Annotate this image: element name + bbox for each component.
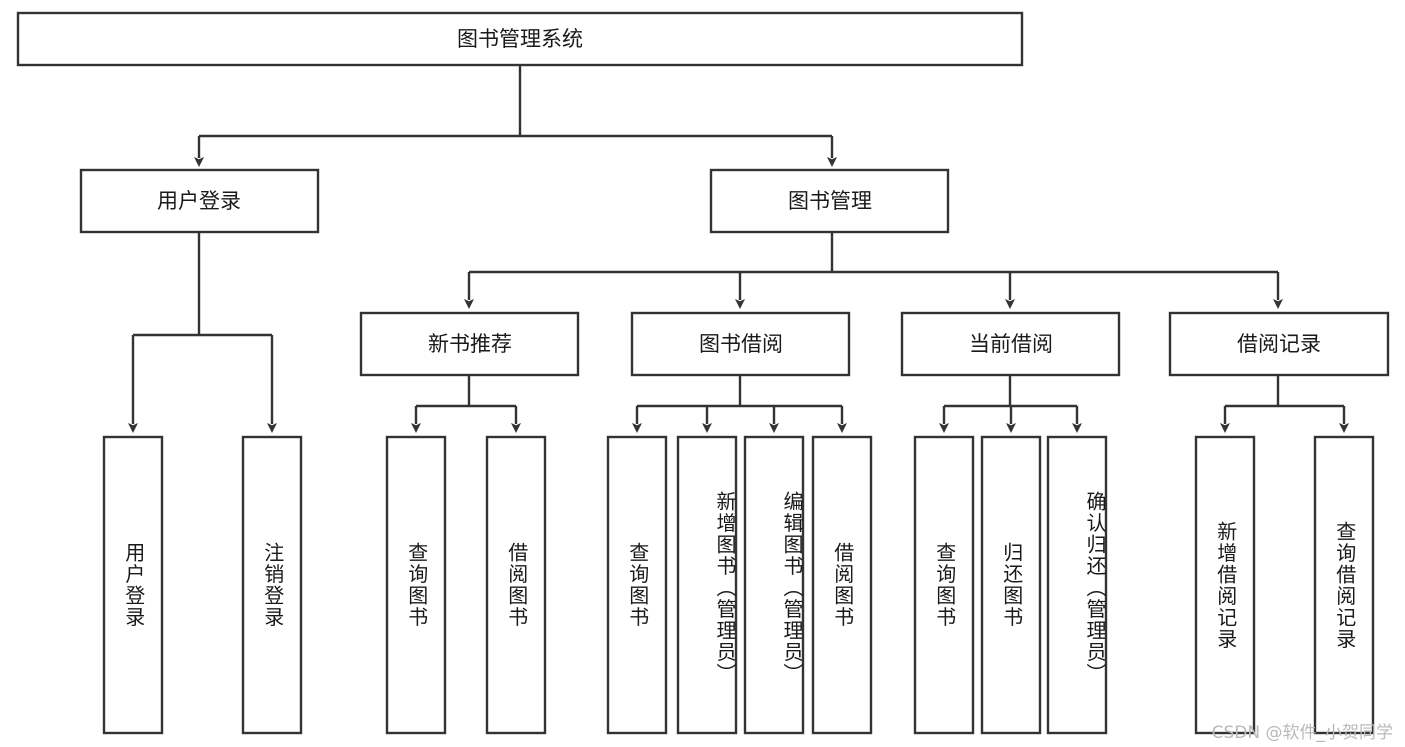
leaf-borrow-book-box[interactable] bbox=[811, 435, 873, 735]
node-user-login-label: 用户登录 bbox=[157, 189, 241, 213]
connectors-book-borrow-to-leaves bbox=[632, 375, 847, 433]
leaf-query-book-borrow-box[interactable] bbox=[606, 435, 668, 735]
csdn-watermark: CSDN @软件_小贺同学 bbox=[1211, 723, 1393, 743]
leaf-edit-book-admin-box[interactable] bbox=[743, 435, 805, 735]
node-current-borrow[interactable]: 当前借阅 bbox=[900, 311, 1121, 377]
connectors-current-borrow-to-leaves bbox=[939, 375, 1082, 433]
connectors-user-login-to-leaves bbox=[128, 232, 277, 433]
leaf-add-book-admin-box[interactable] bbox=[676, 435, 738, 735]
node-book-borrow[interactable]: 图书借阅 bbox=[630, 311, 851, 377]
node-new-book-recommend-label: 新书推荐 bbox=[428, 332, 512, 356]
connectors-book-management-to-level3 bbox=[464, 232, 1283, 309]
connectors-new-book-recommend-to-leaves bbox=[411, 375, 521, 433]
node-book-management[interactable]: 图书管理 bbox=[709, 168, 950, 234]
node-borrow-record[interactable]: 借阅记录 bbox=[1168, 311, 1390, 377]
node-book-management-label: 图书管理 bbox=[788, 189, 872, 213]
node-borrow-record-label: 借阅记录 bbox=[1237, 332, 1321, 356]
leaf-query-book-recommend-box[interactable] bbox=[385, 435, 447, 735]
node-current-borrow-label: 当前借阅 bbox=[969, 332, 1053, 356]
node-book-management-box bbox=[709, 168, 950, 234]
node-root-label: 图书管理系统 bbox=[457, 27, 583, 51]
node-root-box bbox=[16, 11, 1024, 67]
leaf-logout-login-box[interactable] bbox=[241, 435, 303, 735]
node-root[interactable]: 图书管理系统 bbox=[16, 11, 1024, 67]
leaf-user-login-box[interactable] bbox=[102, 435, 164, 735]
node-book-borrow-box bbox=[630, 311, 851, 377]
leaf-borrow-book-recommend-box[interactable] bbox=[485, 435, 547, 735]
connectors-root-to-level2 bbox=[194, 65, 837, 167]
leaf-confirm-return-admin-box[interactable] bbox=[1046, 435, 1108, 735]
node-borrow-record-box bbox=[1168, 311, 1390, 377]
node-user-login[interactable]: 用户登录 bbox=[79, 168, 320, 234]
leaf-add-borrow-record-box[interactable] bbox=[1194, 435, 1256, 735]
leaf-query-borrow-record-box[interactable] bbox=[1313, 435, 1375, 735]
node-current-borrow-box bbox=[900, 311, 1121, 377]
node-book-borrow-label: 图书借阅 bbox=[699, 332, 783, 356]
node-new-book-recommend[interactable]: 新书推荐 bbox=[359, 311, 580, 377]
leaf-return-book-box[interactable] bbox=[980, 435, 1042, 735]
leaf-query-book-current-box[interactable] bbox=[913, 435, 975, 735]
node-user-login-box bbox=[79, 168, 320, 234]
connectors-borrow-record-to-leaves bbox=[1220, 375, 1349, 433]
node-new-book-recommend-box bbox=[359, 311, 580, 377]
leaf-boxes bbox=[102, 435, 1375, 735]
